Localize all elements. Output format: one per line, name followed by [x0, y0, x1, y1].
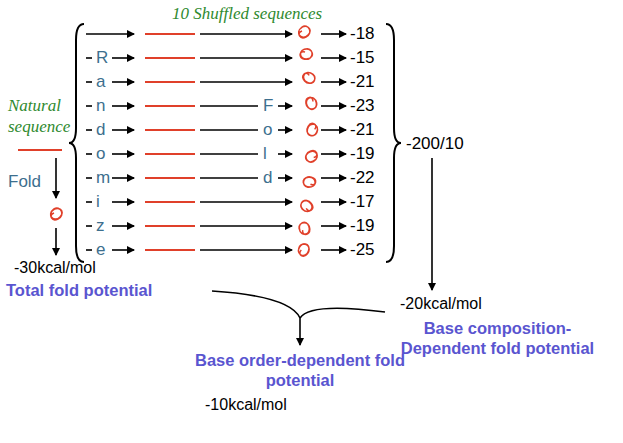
energy-value: -22 [350, 167, 375, 189]
step-label: Fold [263, 94, 272, 190]
arrow [278, 105, 292, 107]
left-brace [69, 24, 84, 262]
heading-label: 10 Shuffled sequences [172, 3, 322, 24]
arrow [86, 129, 92, 131]
folded-structure [301, 174, 317, 190]
merge-line [212, 291, 300, 318]
arrow [278, 153, 292, 155]
arrow [86, 57, 92, 59]
step-label: Randomize [96, 46, 105, 262]
result-label: Total fold potential [6, 280, 152, 300]
arrow [112, 105, 134, 107]
arrow [200, 81, 292, 83]
arrow [86, 81, 92, 83]
shuffled-rows [86, 26, 346, 258]
arrow [321, 201, 346, 203]
arrow [86, 153, 92, 155]
shuffled-sequence-line [145, 249, 195, 251]
energy-value: -19 [350, 215, 375, 237]
arrow [86, 225, 92, 227]
arrow [321, 105, 346, 107]
shuffled-sequence-line [145, 225, 195, 227]
energy-value: -20kcal/mol [400, 294, 482, 314]
shuffled-sequence-line [145, 201, 195, 203]
folded-structure [299, 26, 310, 38]
energy-value: -18 [350, 23, 375, 45]
arrow [321, 249, 346, 251]
shuffled-sequence-line [145, 129, 195, 131]
arrow [112, 81, 134, 83]
folded-structure [304, 96, 319, 111]
arrow [200, 249, 292, 251]
energy-value: -21 [350, 71, 375, 93]
right-brace [386, 24, 401, 262]
arrow [112, 153, 134, 155]
merge-line [300, 308, 385, 318]
arrow [321, 225, 346, 227]
arrow [321, 57, 346, 59]
result-label: Base order-dependent fold potential [195, 350, 405, 390]
energy-value: -30kcal/mol [14, 258, 96, 278]
arrow [112, 177, 134, 179]
energy-value: -23 [350, 95, 375, 117]
energy-value: -10kcal/mol [205, 395, 287, 415]
arrow [86, 33, 134, 35]
arrow [200, 201, 292, 203]
arrow [200, 57, 292, 59]
shuffled-sequence-line [145, 33, 195, 35]
fold-arrow [55, 158, 57, 198]
arrow [86, 201, 92, 203]
arrow [200, 105, 258, 107]
shuffled-sequence-line [145, 81, 195, 83]
arrow [86, 177, 92, 179]
arrow [86, 105, 92, 107]
folded-structure [298, 46, 314, 62]
folded-structure [304, 122, 320, 138]
folded-structure [297, 221, 313, 236]
shuffled-sequence-line [145, 57, 195, 59]
arrow [278, 129, 292, 131]
folded-structure [51, 208, 62, 220]
arrow [321, 153, 346, 155]
energy-value: -19 [350, 143, 375, 165]
sequence-label: Natural sequence [8, 95, 88, 137]
folded-structure [296, 242, 312, 258]
folded-structure [300, 199, 314, 213]
arrow [200, 129, 258, 131]
down-arrow [55, 228, 57, 255]
shuffled-sequence-line [145, 153, 195, 155]
arrow [112, 201, 134, 203]
arrow [200, 177, 258, 179]
average-label: -200/10 [406, 133, 464, 155]
arrow [86, 249, 92, 251]
arrow [321, 177, 346, 179]
arrow [200, 153, 258, 155]
energy-value: -15 [350, 47, 375, 69]
arrow [200, 225, 292, 227]
shuffled-sequence-line [145, 105, 195, 107]
result-label: Base composition- Dependent fold potenti… [380, 318, 615, 358]
arrow [112, 129, 134, 131]
arrow [112, 249, 134, 251]
arrow [321, 33, 346, 35]
arrow [112, 225, 134, 227]
arrow [321, 129, 346, 131]
energy-value: -25 [350, 239, 375, 261]
average-arrow [431, 158, 433, 290]
arrow [321, 81, 346, 83]
merge-arrow [299, 318, 301, 345]
step-label: Fold [8, 172, 41, 192]
energy-value: -21 [350, 119, 375, 141]
arrow [278, 177, 292, 179]
energy-value: -17 [350, 191, 375, 213]
arrow [200, 33, 292, 35]
folded-structure [302, 71, 316, 85]
natural-sequence-line [18, 149, 62, 151]
folded-structure [305, 150, 317, 163]
shuffled-sequence-line [145, 177, 195, 179]
arrow [112, 57, 134, 59]
